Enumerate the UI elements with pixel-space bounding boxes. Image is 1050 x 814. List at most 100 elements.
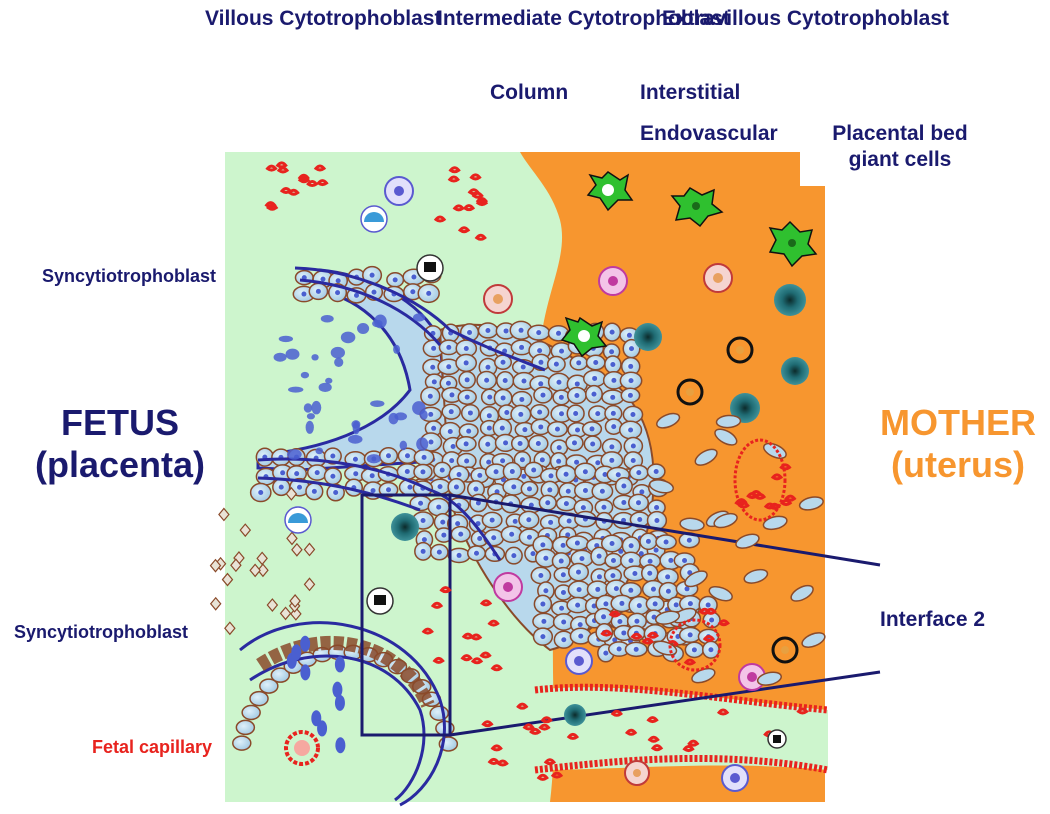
cell-nucleus <box>430 364 436 370</box>
cell-nucleus <box>596 574 602 580</box>
red-blood-cell <box>608 610 622 618</box>
cell-nucleus <box>386 487 392 493</box>
red-blood-cell <box>753 492 767 500</box>
stromal-cell <box>357 323 370 334</box>
cell-nucleus <box>558 558 564 564</box>
stromal-cell <box>393 344 401 354</box>
cell-nucleus <box>278 484 284 490</box>
cell-nucleus <box>601 614 607 620</box>
cell-nucleus <box>566 518 572 524</box>
cell-nucleus <box>547 487 553 493</box>
blue-nucleus-cell-icon <box>284 506 312 534</box>
cell-nucleus <box>420 469 426 475</box>
cell-nucleus <box>654 517 660 523</box>
giant-cell-icon <box>726 336 754 364</box>
cell-nucleus <box>330 473 336 479</box>
stromal-cell <box>318 382 332 392</box>
cell-nucleus <box>610 361 616 367</box>
lavender-cell-icon <box>565 647 593 675</box>
cell-nucleus <box>494 489 500 495</box>
fetal-cell <box>249 563 261 578</box>
extravillous-cytotrophoblast-label: Extravillous Cytotrophoblast <box>662 7 950 30</box>
intermediate-cytotrophoblast-label: Intermediate Cytotrophoblast <box>437 7 730 30</box>
stromal-cell <box>416 437 429 451</box>
stromal-spindle-cell <box>648 479 675 494</box>
cell-nucleus <box>628 587 634 593</box>
cell-nucleus <box>539 457 545 463</box>
stromal-cell <box>311 400 322 415</box>
cell-nucleus <box>613 586 619 592</box>
cell-nucleus <box>579 556 585 562</box>
red-blood-cell <box>522 723 535 731</box>
header-gap <box>800 152 950 186</box>
cell-nucleus <box>509 468 515 474</box>
red-blood-cell <box>275 161 288 169</box>
red-blood-cell <box>471 191 484 199</box>
cell-nucleus <box>628 427 634 433</box>
cell-nucleus <box>601 504 607 510</box>
cell-nucleus <box>499 425 505 431</box>
stromal-spindle-cell <box>756 671 782 686</box>
cell-nucleus <box>556 330 562 336</box>
cell-nucleus <box>609 540 615 546</box>
cell-nucleus <box>653 469 659 475</box>
stromal-cell <box>419 410 428 420</box>
red-blood-cell <box>610 709 623 717</box>
fetal-cell <box>221 572 234 587</box>
cell-nucleus <box>705 602 711 608</box>
red-blood-cell <box>646 631 660 639</box>
cell-nucleus <box>602 471 608 477</box>
cell-nucleus <box>621 499 627 505</box>
cell-nucleus <box>590 441 596 447</box>
cell-nucleus <box>565 488 571 494</box>
cell-nucleus <box>548 473 554 479</box>
cell-nucleus <box>333 490 339 496</box>
cell-nucleus <box>500 395 506 401</box>
stromal-cell <box>317 720 328 737</box>
stromal-cell <box>300 635 311 652</box>
cell-nucleus <box>561 619 567 625</box>
red-blood-cell <box>265 164 278 172</box>
cell-nucleus <box>294 471 300 477</box>
giant-cell-icon <box>676 378 704 406</box>
cell-nucleus <box>652 601 658 607</box>
red-blood-cell <box>702 634 716 642</box>
fetal-cell <box>257 563 269 578</box>
cell-nucleus <box>556 445 562 451</box>
red-blood-cell <box>496 759 509 767</box>
cell-nucleus <box>628 558 634 564</box>
interface-2-label: Interface 2 <box>880 608 986 631</box>
red-blood-cell <box>784 494 797 502</box>
syncytium-lines <box>257 266 546 561</box>
cell-nucleus <box>352 456 358 462</box>
column-label: Column <box>490 81 569 104</box>
red-blood-cell <box>460 654 473 662</box>
stromal-cell <box>306 413 315 420</box>
interstitial-label: Interstitial <box>640 81 741 104</box>
cell-nucleus <box>453 484 459 490</box>
cell-nucleus <box>486 459 492 465</box>
pink-cell-icon <box>598 266 628 296</box>
cell-nucleus <box>580 505 586 511</box>
cell-nucleus <box>563 501 569 507</box>
cell-nucleus <box>560 572 566 578</box>
cell-nucleus <box>526 486 532 492</box>
cell-nucleus <box>486 413 492 419</box>
stromal-cell <box>278 335 294 343</box>
cell-nucleus <box>603 601 609 607</box>
red-blood-cell <box>647 735 660 743</box>
cell-nucleus <box>464 394 470 400</box>
red-blood-cell <box>487 619 500 627</box>
cell-nucleus <box>411 274 417 280</box>
cell-nucleus <box>531 467 537 473</box>
red-blood-cell <box>780 499 793 507</box>
cell-nucleus <box>610 410 616 416</box>
cell-nucleus <box>518 327 524 333</box>
cell-nucleus <box>668 557 674 563</box>
cell-nucleus <box>353 292 359 298</box>
red-blood-cell <box>474 233 487 241</box>
syncytiotrophoblast-top-label: Syncytiotrophoblast <box>42 266 217 286</box>
red-blood-cell <box>704 607 717 615</box>
lavender-cell-icon <box>384 176 414 206</box>
cell-nucleus <box>628 543 634 549</box>
